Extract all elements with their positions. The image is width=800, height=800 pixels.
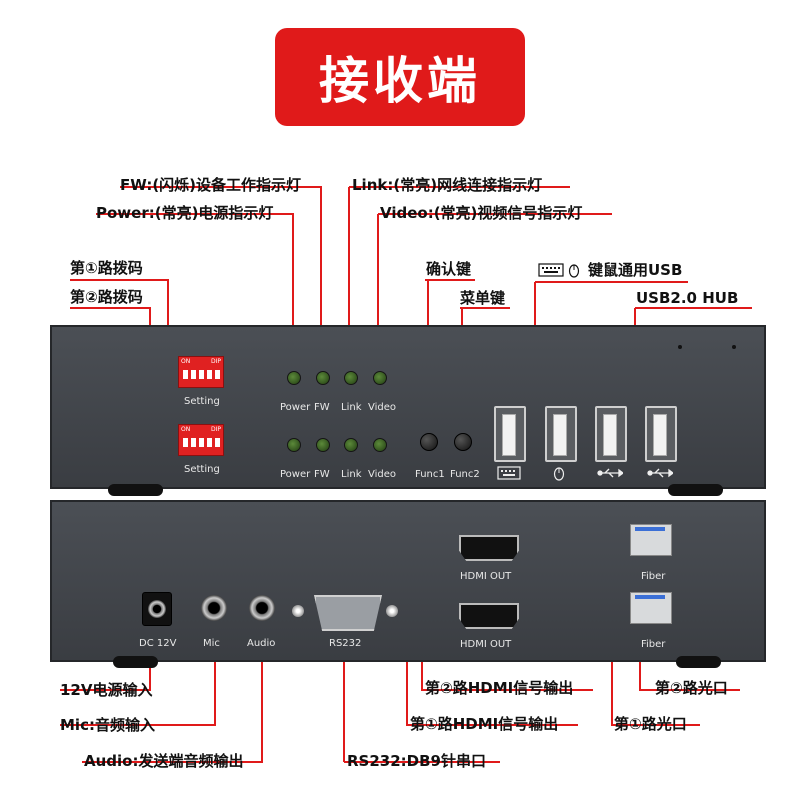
callout-dc: 12V电源输入 bbox=[60, 681, 153, 699]
mic-jack[interactable] bbox=[201, 595, 227, 621]
rs232-label: RS232 bbox=[329, 638, 362, 649]
callout-audio: Audio:发送端音频输出 bbox=[84, 752, 244, 770]
rs232-port[interactable] bbox=[314, 595, 382, 631]
hdmi-out-port-1[interactable] bbox=[459, 535, 519, 561]
led-video-label: Video bbox=[368, 402, 397, 413]
fiber-port-1[interactable] bbox=[630, 524, 672, 556]
fiber-label-2: Fiber bbox=[641, 639, 666, 650]
led-link-2 bbox=[344, 438, 358, 452]
dip-on-label: ON bbox=[181, 426, 191, 433]
callout-menu: 菜单键 bbox=[460, 289, 506, 307]
led-video-2 bbox=[373, 438, 387, 452]
led-power-1 bbox=[287, 371, 301, 385]
callout-confirm: 确认键 bbox=[426, 260, 472, 278]
func1-button[interactable] bbox=[420, 433, 438, 451]
callout-dip1: 第①路拨码 bbox=[70, 259, 143, 277]
fiber-label-1: Fiber bbox=[641, 571, 666, 582]
callout-fw: FW:(闪烁)设备工作指示灯 bbox=[120, 176, 302, 194]
dip2-setting-label: Setting bbox=[184, 464, 220, 475]
device-foot bbox=[113, 656, 158, 668]
callout-link: Link:(常亮)网线连接指示灯 bbox=[352, 176, 543, 194]
usb-icon bbox=[597, 468, 623, 478]
dip-switch-2[interactable]: ON DIP bbox=[178, 424, 224, 456]
led-video-1 bbox=[373, 371, 387, 385]
led-fw-1 bbox=[316, 371, 330, 385]
rs232-screw bbox=[386, 605, 398, 617]
device-foot bbox=[108, 484, 163, 496]
func1-label: Func1 bbox=[415, 469, 445, 480]
audio-jack[interactable] bbox=[249, 595, 275, 621]
func2-button[interactable] bbox=[454, 433, 472, 451]
led-link-label: Link bbox=[341, 469, 362, 480]
mic-label: Mic bbox=[203, 638, 220, 649]
led-fw-label: FW bbox=[314, 402, 330, 413]
dc-power-jack[interactable] bbox=[142, 592, 172, 626]
dip-switch-1[interactable]: ON DIP bbox=[178, 356, 224, 388]
callout-usb-hub: USB2.0 HUB bbox=[636, 289, 739, 307]
dip-label: DIP bbox=[210, 358, 221, 365]
callout-mic: Mic:音频输入 bbox=[60, 716, 155, 734]
callout-fiber1: 第①路光口 bbox=[614, 715, 687, 733]
device-foot bbox=[676, 656, 721, 668]
func2-label: Func2 bbox=[450, 469, 480, 480]
led-link-label: Link bbox=[341, 402, 362, 413]
led-video-label: Video bbox=[368, 469, 397, 480]
dip-on-label: ON bbox=[181, 358, 191, 365]
led-fw-2 bbox=[316, 438, 330, 452]
led-power-label: Power bbox=[280, 469, 311, 480]
rs232-screw bbox=[292, 605, 304, 617]
callout-hdmi2: 第②路HDMI信号输出 bbox=[425, 679, 574, 697]
usb-icon bbox=[647, 468, 673, 478]
keyboard-icon bbox=[538, 263, 564, 277]
usb-port-hub-1[interactable] bbox=[595, 406, 627, 462]
usb-port-hub-2[interactable] bbox=[645, 406, 677, 462]
mouse-icon bbox=[568, 264, 580, 278]
led-fw-label: FW bbox=[314, 469, 330, 480]
audio-label: Audio bbox=[247, 638, 276, 649]
usb-port-mouse[interactable] bbox=[545, 406, 577, 462]
hdmi-out-port-2[interactable] bbox=[459, 603, 519, 629]
usb-port-keyboard[interactable] bbox=[494, 406, 526, 462]
dip-label: DIP bbox=[210, 426, 221, 433]
led-power-label: Power bbox=[280, 402, 311, 413]
callout-dip2: 第②路拨码 bbox=[70, 288, 143, 306]
keyboard-icon bbox=[497, 466, 521, 480]
mouse-icon bbox=[553, 467, 565, 481]
callout-fiber2: 第②路光口 bbox=[655, 679, 728, 697]
hdmi-out-label-1: HDMI OUT bbox=[460, 571, 512, 582]
led-power-2 bbox=[287, 438, 301, 452]
dc-label: DC 12V bbox=[139, 638, 177, 649]
callout-rs232: RS232:DB9针串口 bbox=[347, 752, 486, 770]
callout-video: Video:(常亮)视频信号指示灯 bbox=[380, 204, 583, 222]
panel-hole bbox=[732, 345, 736, 349]
callout-kbm-usb: 键鼠通用USB bbox=[588, 261, 683, 279]
callout-power: Power:(常亮)电源指示灯 bbox=[96, 204, 274, 222]
panel-hole bbox=[678, 345, 682, 349]
callout-hdmi1: 第①路HDMI信号输出 bbox=[410, 715, 559, 733]
dip1-setting-label: Setting bbox=[184, 396, 220, 407]
fiber-port-2[interactable] bbox=[630, 592, 672, 624]
page-title: 接收端 bbox=[275, 28, 525, 126]
led-link-1 bbox=[344, 371, 358, 385]
hdmi-out-label-2: HDMI OUT bbox=[460, 639, 512, 650]
device-foot bbox=[668, 484, 723, 496]
